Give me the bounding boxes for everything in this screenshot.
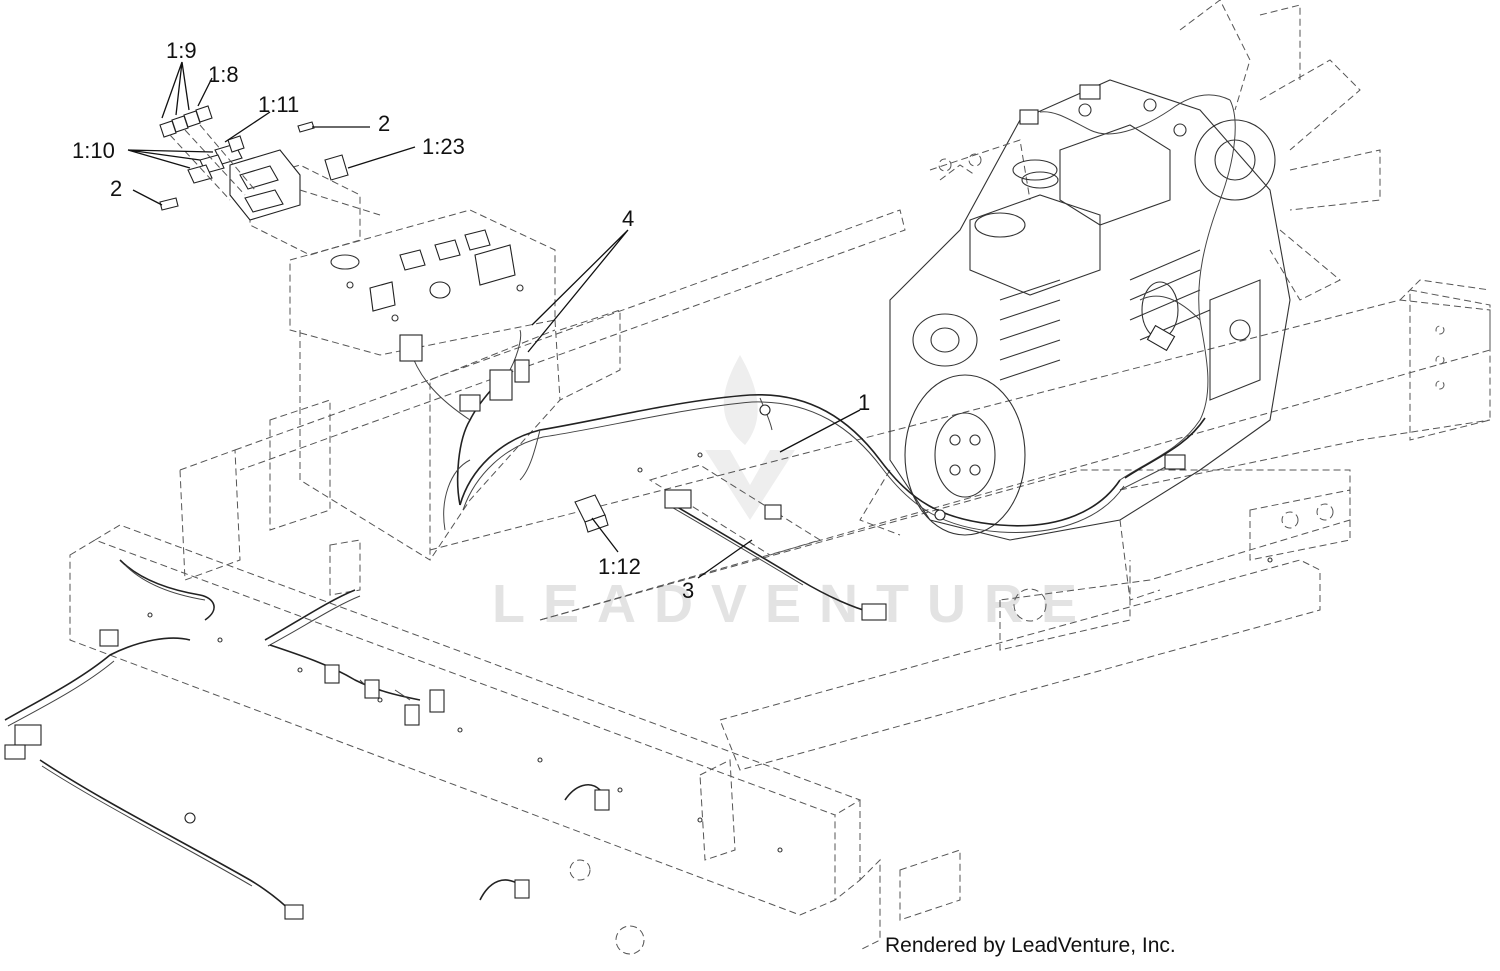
watermark: LEADVENTURE xyxy=(492,355,1095,634)
front-wire-harness xyxy=(4,559,610,920)
callout-1-10: 1:10 xyxy=(72,138,115,163)
callout-labels: 1:9 1:8 1:11 1:10 2 2 1:23 4 1 1:12 3 xyxy=(72,38,870,603)
callout-2-left: 2 xyxy=(110,176,122,201)
callout-4: 4 xyxy=(622,206,634,231)
callout-2-top: 2 xyxy=(378,111,390,136)
chassis-frame xyxy=(69,209,1491,955)
frame-holes xyxy=(147,452,1273,853)
connector-1-12 xyxy=(574,494,609,533)
callout-1-11: 1:11 xyxy=(258,92,299,117)
callout-1: 1 xyxy=(858,390,870,415)
callout-1-8: 1:8 xyxy=(208,62,239,87)
render-credit: Rendered by LeadVenture, Inc. xyxy=(885,934,1176,957)
callout-leaders xyxy=(127,61,861,579)
callout-1-9: 1:9 xyxy=(166,38,197,63)
callout-3: 3 xyxy=(682,578,694,603)
watermark-text: LEADVENTURE xyxy=(492,574,1095,634)
control-console xyxy=(249,164,621,561)
callout-1-12: 1:12 xyxy=(598,554,641,579)
key-switch-assembly xyxy=(159,105,381,221)
extension-harness xyxy=(648,464,887,621)
main-wire-harness xyxy=(399,84,1236,534)
engine xyxy=(859,0,1381,601)
callout-1-23: 1:23 xyxy=(422,134,465,159)
